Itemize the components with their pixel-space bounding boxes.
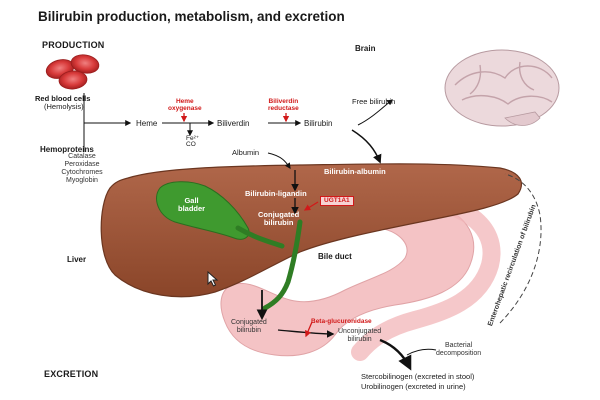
hemoprotein-list: Catalase Peroxidase Cytochromes Myoglobi… <box>46 153 118 185</box>
stercobilinogen-label: Stercobilinogen (excreted in stool) <box>361 372 475 381</box>
rbc-label: Red blood cells <box>35 94 91 103</box>
rbc-2 <box>70 54 100 74</box>
bile-duct-label: Bile duct <box>318 252 352 261</box>
hemoprotein-item: Peroxidase <box>64 161 100 168</box>
ugt1a1-label: UGT1A1 <box>320 196 354 206</box>
liver-label: Liver <box>67 255 87 264</box>
gallbladder <box>156 181 250 240</box>
bilirubin-ligandin-label: Bilirubin-ligandin <box>245 189 307 198</box>
rbc-3 <box>58 70 88 90</box>
bile-duct-common <box>262 219 303 311</box>
bilirubin-albumin-label: Bilirubin-albumin <box>324 167 386 176</box>
page-title: Bilirubin production, metabolism, and ex… <box>38 9 345 24</box>
co-label: CO <box>186 141 196 148</box>
bilirubin-label: Bilirubin <box>304 119 333 128</box>
beta-glucuronidase-label: Beta-glucuronidase <box>311 318 372 325</box>
urobilinogen-label: Urobilinogen (excreted in urine) <box>361 382 466 391</box>
section-production: PRODUCTION <box>42 40 105 50</box>
hemolysis-label: (Hemolysis) <box>44 102 84 111</box>
hemoproteins-label: Hemoproteins <box>40 145 94 154</box>
hemoprotein-item: Catalase <box>68 153 96 160</box>
duodenum-loop <box>351 191 501 361</box>
albumin-label: Albumin <box>232 148 260 157</box>
brain-label: Brain <box>355 44 376 53</box>
fe-label: Fe²⁺ <box>186 135 200 142</box>
hemoprotein-item: Cytochromes <box>61 169 103 176</box>
intestine <box>220 198 475 357</box>
heme-label: Heme <box>136 119 158 128</box>
section-excretion: EXCRETION <box>44 369 99 379</box>
cursor-icon <box>207 271 219 287</box>
hemoprotein-item: Myoglobin <box>66 177 98 184</box>
bile-duct-cystic <box>235 225 285 249</box>
biliverdin-label: Biliverdin <box>217 119 250 128</box>
free-bilirubin-label: Free bilirubin <box>352 97 396 106</box>
brain <box>444 49 560 127</box>
